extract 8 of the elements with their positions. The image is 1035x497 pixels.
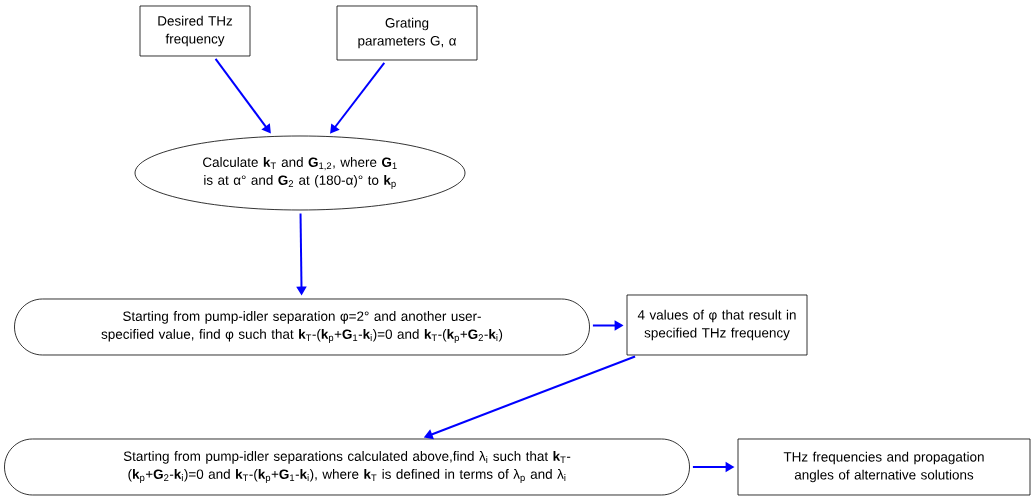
process-terminal: Starting from pump-idler separations calculated above,find λ$_{i}$ such that k$_{T}$-(k$_{p}$+G$_{2}$-k$_{i}$)=0 and k$_{T}$-(k$_{p}$+G$_{1}$-k$_{i}$), where k$_{T}$ is defined in terms of λ$_{p}$ and λ$_{i}$: [4, 438, 690, 496]
process-terminal: Starting from pump-idler separation φ=2° and another user-specified value, find φ such that k$_{T}$-(k$_{p}$+G$_{1}$-k$_{i}$)=0 and k$_{T}$-(k$_{p}$+G$_{2}$-k$_{i}$): [14, 298, 590, 356]
arrow: [214, 57, 271, 134]
process-box: 4 values of φ that result in specified THz frequency: [626, 294, 808, 356]
arrow: [330, 61, 386, 134]
process-box: Grating parameters G, α: [336, 5, 478, 61]
process-box: Desired THz frequency: [139, 5, 251, 57]
process-box: THz frequencies and propagation angles of alternative solutions: [737, 438, 1031, 496]
